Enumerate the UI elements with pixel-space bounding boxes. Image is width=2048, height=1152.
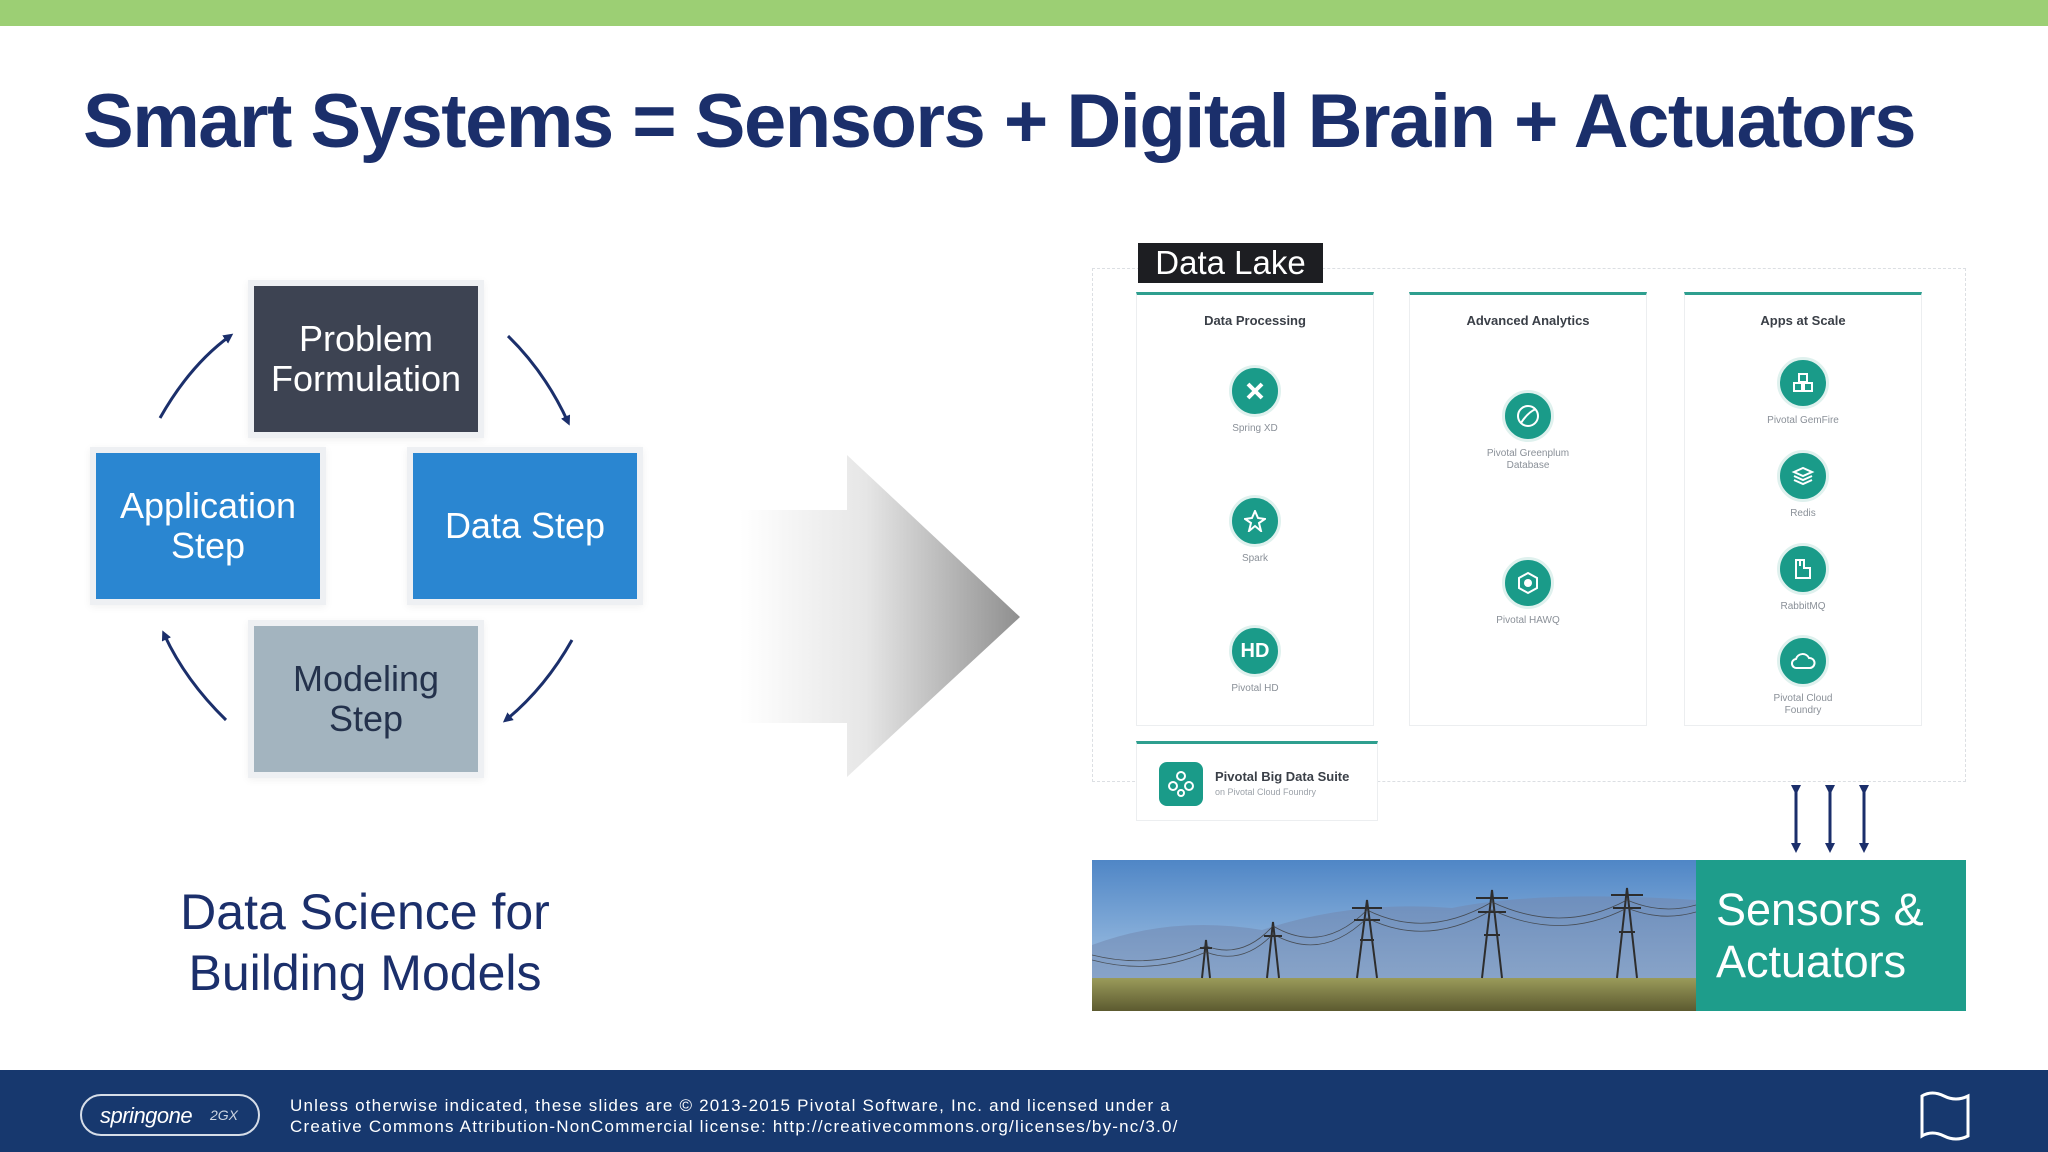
product-pivotal-hd: HD Pivotal HD [1137, 625, 1373, 695]
data-lake-frame [1092, 268, 1966, 782]
rabbitmq-icon [1777, 543, 1829, 595]
suite-name: Pivotal Big Data Suite [1215, 769, 1350, 784]
product-cloud-foundry: Pivotal Cloud Foundry [1685, 635, 1921, 717]
suite-subtitle: on Pivotal Cloud Foundry [1215, 787, 1317, 797]
product-gemfire: Pivotal GemFire [1685, 357, 1921, 427]
license-line-1: Unless otherwise indicated, these slides… [290, 1096, 1171, 1115]
greenplum-icon [1502, 390, 1554, 442]
bidirectional-connector-arrows [1791, 785, 1869, 853]
big-data-suite-badge: Pivotal Big Data Suite on Pivotal Cloud … [1136, 741, 1378, 821]
power-lines-photo [1092, 860, 1696, 1011]
problem-line-1: Problem [298, 318, 434, 359]
data-step-box: Data Step [413, 453, 637, 599]
flag-icon [1920, 1091, 1970, 1141]
column-advanced-analytics: Advanced Analytics Pivotal Greenplum Dat… [1409, 292, 1647, 726]
data-lake-label: Data Lake [1138, 243, 1323, 283]
product-name: Pivotal HD [1231, 683, 1279, 694]
application-step-box: Application Step [96, 453, 320, 599]
redis-icon [1777, 450, 1829, 502]
product-name: Pivotal GemFire [1767, 415, 1839, 426]
sensors-line-2: Actuators [1716, 936, 1907, 987]
product-spring-xd: Spring XD [1137, 365, 1373, 435]
product-name: Pivotal Greenplum Database [1486, 448, 1570, 471]
top-accent-bar [0, 0, 2048, 26]
arrow-modeling-to-application [161, 630, 228, 722]
license-notice: Unless otherwise indicated, these slides… [290, 1095, 1590, 1137]
column-title: Apps at Scale [1760, 313, 1846, 328]
problem-line-2: Formulation [270, 358, 462, 399]
product-greenplum: Pivotal Greenplum Database [1410, 390, 1646, 472]
spring-xd-icon [1229, 365, 1281, 417]
product-name: RabbitMQ [1780, 601, 1826, 612]
product-redis: Redis [1685, 450, 1921, 520]
license-line-2: Creative Commons Attribution-NonCommerci… [290, 1117, 1179, 1136]
logo-text: springone [100, 1103, 193, 1128]
slide-title: Smart Systems = Sensors + Digital Brain … [83, 79, 1916, 164]
sensors-line-1: Sensors & [1716, 884, 1924, 935]
product-name: Spring XD [1232, 423, 1278, 434]
product-name: Redis [1790, 508, 1816, 519]
product-hawq: Pivotal HAWQ [1410, 557, 1646, 627]
caption-line-2: Building Models [188, 945, 542, 1001]
product-name: Pivotal Cloud Foundry [1773, 693, 1833, 716]
cycle-arrows [158, 333, 574, 723]
cloud-foundry-icon [1777, 635, 1829, 687]
application-line-2: Step [170, 525, 246, 566]
big-data-suite-icon [1159, 762, 1203, 806]
problem-formulation-box: Problem Formulation [254, 286, 478, 432]
modeling-line-1: Modeling [292, 658, 440, 699]
cycle-caption: Data Science for Building Models [160, 882, 570, 1004]
spark-icon [1229, 495, 1281, 547]
column-title: Advanced Analytics [1466, 313, 1590, 328]
application-line-1: Application [119, 485, 297, 526]
modeling-step-box: Modeling Step [254, 626, 478, 772]
product-name: Pivotal HAWQ [1496, 615, 1560, 626]
arrow-data-to-modeling [502, 639, 574, 723]
column-title: Data Processing [1204, 313, 1306, 328]
data-step-label: Data Step [444, 505, 606, 546]
footer-bar [0, 1070, 2048, 1152]
springone-logo: springone 2GX [80, 1094, 260, 1136]
column-apps-at-scale: Apps at Scale Pivotal GemFire Redis Rabb… [1684, 292, 1922, 726]
arrow-application-to-problem [158, 333, 234, 419]
logo-subtext: 2GX [210, 1107, 239, 1123]
pivotal-hd-icon: HD [1229, 625, 1281, 677]
big-right-arrow [740, 455, 1020, 777]
modeling-line-2: Step [328, 698, 404, 739]
product-rabbitmq: RabbitMQ [1685, 543, 1921, 613]
caption-line-1: Data Science for [180, 884, 550, 940]
arrow-problem-to-data [506, 334, 571, 426]
column-data-processing: Data Processing Spring XD Spark HD Pivot… [1136, 292, 1374, 726]
product-spark: Spark [1137, 495, 1373, 565]
gemfire-icon [1777, 357, 1829, 409]
hawq-icon [1502, 557, 1554, 609]
sensors-actuators-box: Sensors & Actuators [1696, 860, 1966, 1011]
product-name: Spark [1241, 553, 1269, 564]
